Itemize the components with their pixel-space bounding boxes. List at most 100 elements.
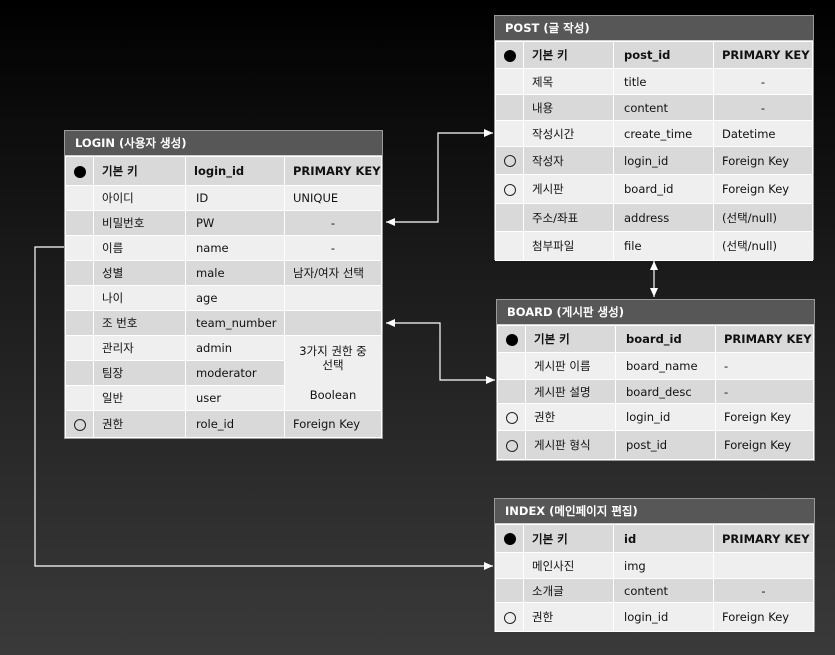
- row-type: Foreign Key: [284, 410, 382, 438]
- row-label: 주소/좌표: [523, 203, 614, 232]
- row-label: 제목: [523, 68, 614, 95]
- entity-title: BOARD (게시판 생성): [497, 300, 814, 325]
- col-label: 기본 키: [523, 41, 614, 69]
- row-label: 조 번호: [93, 310, 186, 336]
- row-field: login_id: [615, 403, 716, 431]
- row-field: address: [613, 203, 714, 232]
- row-type: -: [713, 68, 813, 95]
- primary-key-icon: [503, 533, 516, 545]
- row-field: role_id: [185, 410, 285, 438]
- primary-key-icon: [505, 333, 518, 346]
- foreign-key-icon: [73, 418, 86, 431]
- row-field: content: [613, 578, 714, 603]
- row-label: 메인사진: [523, 552, 614, 579]
- row-type: (선택/null): [713, 231, 813, 261]
- row-label: 아이디: [93, 185, 186, 211]
- row-label: 내용: [523, 94, 614, 121]
- row-label: 게시판 이름: [525, 352, 616, 380]
- row-type: -: [284, 235, 382, 261]
- table-row: 게시판 이름 board_name -: [497, 352, 814, 380]
- table-row: 게시판 설명 board_desc -: [497, 379, 814, 404]
- row-type: Foreign Key: [715, 403, 814, 431]
- table-row: 아이디 ID UNIQUE: [65, 185, 382, 211]
- table-row: 성별 male 남자/여자 선택: [65, 260, 382, 286]
- entity-login: LOGIN (사용자 생성) 기본 키 login_id PRIMARY KEY…: [64, 130, 383, 439]
- col-label: 기본 키: [525, 325, 616, 353]
- row-field: create_time: [613, 120, 714, 147]
- row-label: 작성시간: [523, 120, 614, 147]
- row-label: 성별: [93, 260, 186, 286]
- row-type: (선택/null): [713, 203, 813, 232]
- role-note-line2: Boolean: [309, 388, 357, 402]
- row-field: age: [185, 285, 285, 311]
- table-row: 메인사진 img: [495, 552, 814, 579]
- row-label: 작성자: [523, 146, 614, 175]
- table-row-header: 기본 키 id PRIMARY KEY: [495, 524, 814, 553]
- table-row: 주소/좌표 address (선택/null): [495, 203, 813, 232]
- table-row: 작성자 login_id Foreign Key: [495, 146, 813, 175]
- table-row: 첨부파일 file (선택/null): [495, 231, 813, 261]
- primary-key-icon: [503, 49, 516, 62]
- row-type: Foreign Key: [713, 146, 813, 175]
- row-type: Foreign Key: [715, 430, 814, 460]
- row-field: login_id: [613, 602, 714, 632]
- table-row-header: 기본 키 board_id PRIMARY KEY: [497, 325, 814, 353]
- row-type: Datetime: [713, 120, 813, 147]
- foreign-key-icon: [503, 155, 516, 167]
- table-row-header: 기본 키 login_id PRIMARY KEY: [65, 156, 382, 186]
- table-row: 작성시간 create_time Datetime: [495, 120, 813, 147]
- entity-title: POST (글 작성): [495, 16, 813, 41]
- foreign-key-icon: [505, 411, 518, 424]
- row-label: 게시판 형식: [525, 430, 616, 460]
- table-row: 팀장 moderator: [65, 360, 382, 386]
- connector-login-board: [386, 319, 495, 384]
- connector-login-post: [386, 129, 493, 226]
- row-field: title: [613, 68, 714, 95]
- entity-title: INDEX (메인페이지 편집): [495, 499, 814, 524]
- row-field: content: [613, 94, 714, 121]
- row-field: board_name: [615, 352, 716, 380]
- row-label: 권한: [93, 410, 186, 438]
- entity-title: LOGIN (사용자 생성): [65, 131, 382, 156]
- role-note: 3가지 권한 중 선택 Boolean: [284, 335, 382, 411]
- row-type: Foreign Key: [713, 602, 814, 632]
- table-row: 게시판 형식 post_id Foreign Key: [497, 430, 814, 460]
- row-label: 나이: [93, 285, 186, 311]
- connector-login-index: [34, 246, 493, 570]
- table-row: 소개글 content -: [495, 578, 814, 603]
- row-label: 첨부파일: [523, 231, 614, 261]
- table-row: 나이 age: [65, 285, 382, 311]
- row-type: -: [713, 578, 814, 603]
- primary-key-icon: [73, 165, 86, 178]
- table-row: 내용 content -: [495, 94, 813, 121]
- row-type: -: [713, 94, 813, 121]
- row-type: [284, 310, 382, 336]
- row-type: [284, 285, 382, 311]
- table-row: 권한 role_id Foreign Key: [65, 410, 382, 438]
- col-type: PRIMARY KEY: [713, 524, 814, 553]
- row-label: 일반: [93, 385, 186, 411]
- row-type: 남자/여자 선택: [284, 260, 382, 286]
- row-type: UNIQUE: [284, 185, 382, 211]
- table-row-header: 기본 키 post_id PRIMARY KEY: [495, 41, 813, 69]
- table-row: 관리자 admin 3가지 권한 중 선택 Boolean: [65, 335, 382, 411]
- col-label: 기본 키: [93, 156, 186, 186]
- row-type: Foreign Key: [713, 174, 813, 204]
- table-row: 이름 name -: [65, 235, 382, 261]
- col-type: PRIMARY KEY: [715, 325, 814, 353]
- table-row: 조 번호 team_number: [65, 310, 382, 336]
- col-type: PRIMARY KEY: [713, 41, 813, 69]
- row-field: img: [613, 552, 714, 579]
- row-type: -: [715, 379, 814, 404]
- table-row: 권한 login_id Foreign Key: [497, 403, 814, 431]
- row-type: -: [284, 210, 382, 236]
- row-field: team_number: [185, 310, 285, 336]
- row-type: [713, 552, 814, 579]
- role-note-line1: 3가지 권한 중 선택: [299, 344, 367, 372]
- row-field: file: [613, 231, 714, 261]
- entity-board: BOARD (게시판 생성) 기본 키 board_id PRIMARY KEY…: [496, 299, 815, 461]
- row-label: 팀장: [93, 360, 186, 386]
- foreign-key-icon: [505, 439, 518, 452]
- col-field: id: [613, 524, 714, 553]
- row-type: -: [715, 352, 814, 380]
